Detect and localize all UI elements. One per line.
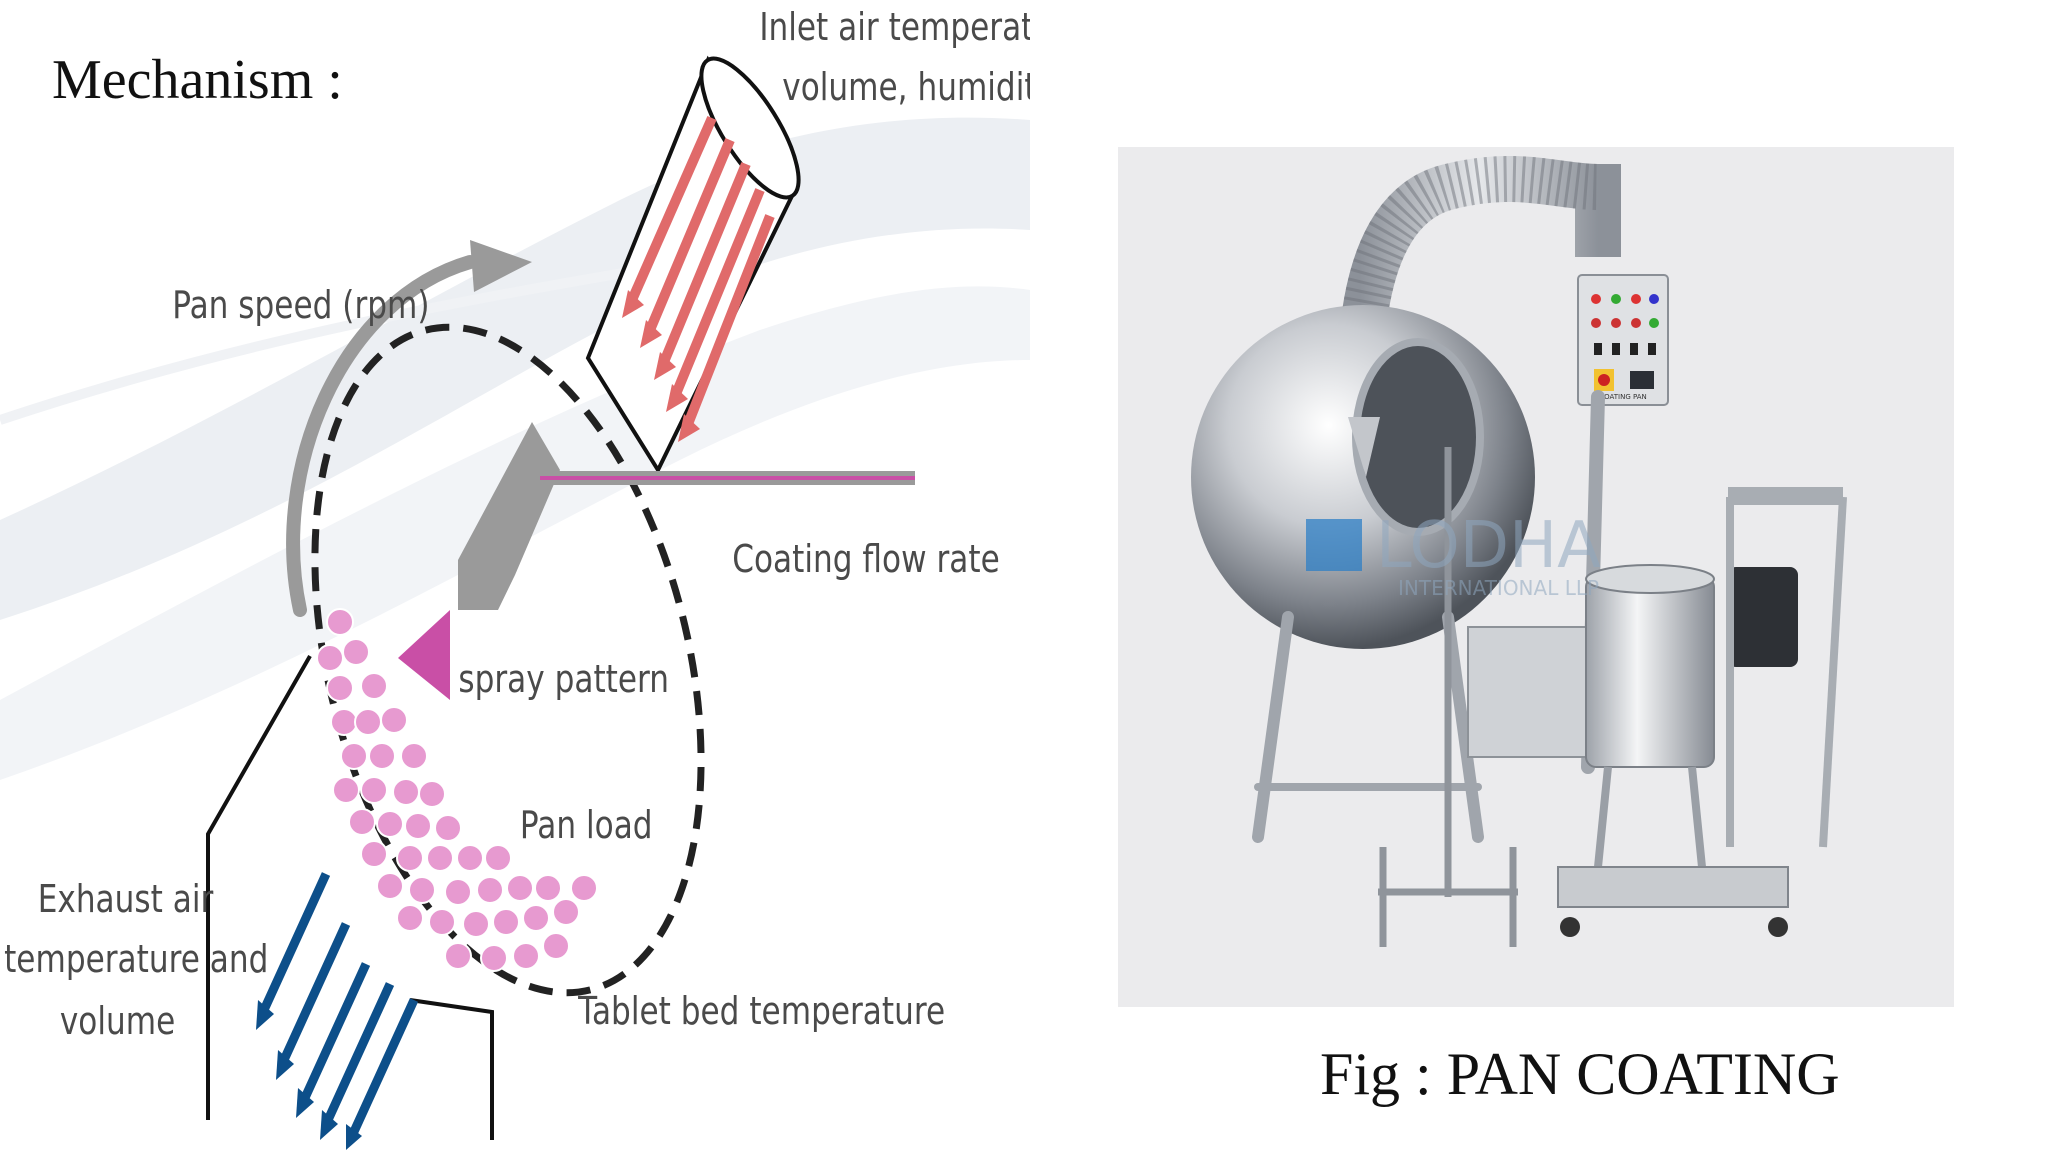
label-coating-flow-rate: Coating flow rate (732, 538, 999, 582)
base-cabinet (1467, 626, 1609, 758)
label-tablet-bed-temperature: Tablet bed temperature (577, 990, 945, 1034)
inlet-air-arrowheads (622, 290, 700, 442)
label-spray-pattern: spray pattern (458, 658, 669, 702)
pan-speed-arrowhead (470, 240, 532, 292)
spray-gun (458, 422, 915, 610)
pan-speed-arrow (286, 255, 477, 617)
inlet-air-arrows (627, 115, 775, 426)
spray-stand (1378, 447, 1518, 947)
label-pan-load: Pan load (520, 804, 653, 848)
spray-pattern-cone (398, 610, 450, 700)
exhaust-arrows (259, 872, 419, 1138)
watermark-text: LODHA (1376, 509, 1601, 583)
watermark-logo (1306, 519, 1362, 571)
control-panel: COATING PAN (1577, 274, 1669, 406)
slide-title: Mechanism : (52, 49, 343, 111)
mechanism-diagram: Inlet air temperature, volume, humidity … (0, 6, 1030, 1150)
exhaust-arrowheads (256, 1000, 362, 1150)
spray-nozzle (1348, 417, 1380, 477)
peristaltic-pump (1726, 487, 1847, 848)
watermark-subtext: INTERNATIONAL LLP (1398, 576, 1599, 600)
coating-solution-tank (1557, 564, 1789, 937)
label-exhaust-air-line2: temperature and (4, 938, 268, 982)
control-panel-label: COATING PAN (1599, 393, 1647, 401)
exhaust-duct (206, 655, 494, 1140)
label-exhaust-air-line1: Exhaust air (38, 878, 214, 922)
pan-coating-photo: COATING PAN LODHA INTERNATIONAL LLP (1118, 147, 1954, 1007)
tablets-pan-load (316, 608, 598, 972)
coating-pan (311, 323, 705, 997)
figure-caption: Fig : PAN COATING (1320, 1041, 1840, 1107)
label-inlet-air-line1: Inlet air temperature, (759, 6, 1030, 50)
label-pan-speed: Pan speed (rpm) (172, 284, 429, 328)
label-exhaust-air-line3: volume (60, 1000, 175, 1044)
label-inlet-air-line2: volume, humidity (782, 66, 1030, 110)
